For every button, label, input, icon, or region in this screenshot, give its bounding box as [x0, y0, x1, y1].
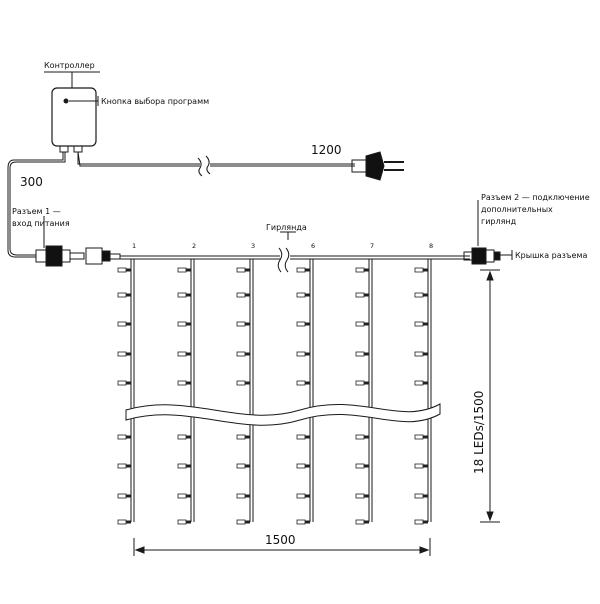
led	[117, 463, 131, 469]
led	[355, 380, 369, 386]
led	[296, 321, 310, 327]
strand-number: 7	[370, 242, 374, 250]
led	[177, 493, 191, 499]
led	[355, 493, 369, 499]
led	[296, 380, 310, 386]
led	[117, 267, 131, 273]
led	[177, 463, 191, 469]
connector-cap-label: Крышка разъема	[515, 251, 588, 260]
led	[296, 493, 310, 499]
led	[355, 351, 369, 357]
led	[355, 267, 369, 273]
controller-label: Контроллер	[44, 61, 95, 70]
led	[296, 292, 310, 298]
connector-1-label-line1: Разъем 1 —	[12, 207, 61, 216]
connector-1-label-line2: вход питания	[12, 219, 70, 228]
led	[236, 463, 250, 469]
power-plug	[351, 151, 404, 181]
led	[236, 292, 250, 298]
led	[355, 434, 369, 440]
led	[117, 321, 131, 327]
led	[177, 321, 191, 327]
led	[296, 463, 310, 469]
led	[177, 351, 191, 357]
led	[117, 493, 131, 499]
led	[414, 463, 428, 469]
garland-label: Гирлянда	[266, 223, 307, 232]
led	[414, 434, 428, 440]
led	[117, 519, 131, 525]
garland-input-connector	[85, 247, 121, 265]
connector-2-label-line3: гирлянд	[481, 217, 517, 226]
led	[414, 292, 428, 298]
led	[236, 267, 250, 273]
power-cable	[77, 152, 200, 165]
led	[177, 380, 191, 386]
led	[177, 292, 191, 298]
connector-2-label-line1: Разъем 2 — подключение	[481, 193, 590, 202]
led	[117, 380, 131, 386]
led	[414, 351, 428, 357]
connector-2	[463, 247, 501, 265]
cable-1200-label: 1200	[311, 143, 342, 157]
led	[296, 434, 310, 440]
led	[117, 292, 131, 298]
connector-1	[35, 245, 85, 267]
led	[355, 292, 369, 298]
led	[355, 519, 369, 525]
led	[236, 519, 250, 525]
led	[355, 321, 369, 327]
led	[414, 380, 428, 386]
controller-box	[51, 87, 97, 147]
led	[236, 434, 250, 440]
led	[296, 351, 310, 357]
program-button-label: Кнопка выбора программ	[101, 97, 209, 106]
led	[117, 434, 131, 440]
led	[296, 519, 310, 525]
led	[414, 519, 428, 525]
connector-2-label-line2: дополнительных	[481, 205, 553, 214]
controller-stub-right	[73, 145, 83, 153]
led	[414, 321, 428, 327]
led	[296, 267, 310, 273]
controller-stub-left	[59, 145, 69, 153]
led	[177, 267, 191, 273]
led	[236, 321, 250, 327]
height-dimension-label: 18 LEDs/1500	[472, 391, 486, 474]
width-dimension-label: 1500	[265, 533, 296, 547]
led	[117, 351, 131, 357]
cable-300-label: 300	[20, 175, 43, 189]
strand-number: 2	[192, 242, 196, 250]
strand-number: 6	[311, 242, 315, 250]
strand-number: 8	[429, 242, 433, 250]
led	[355, 463, 369, 469]
led	[414, 267, 428, 273]
lead-cable	[7, 152, 64, 258]
program-button	[63, 98, 69, 104]
led	[236, 351, 250, 357]
strand-break	[125, 403, 441, 426]
led	[177, 434, 191, 440]
led	[414, 493, 428, 499]
led	[236, 493, 250, 499]
strand-number: 1	[132, 242, 136, 250]
strand-number: 3	[251, 242, 255, 250]
led	[236, 380, 250, 386]
led	[177, 519, 191, 525]
